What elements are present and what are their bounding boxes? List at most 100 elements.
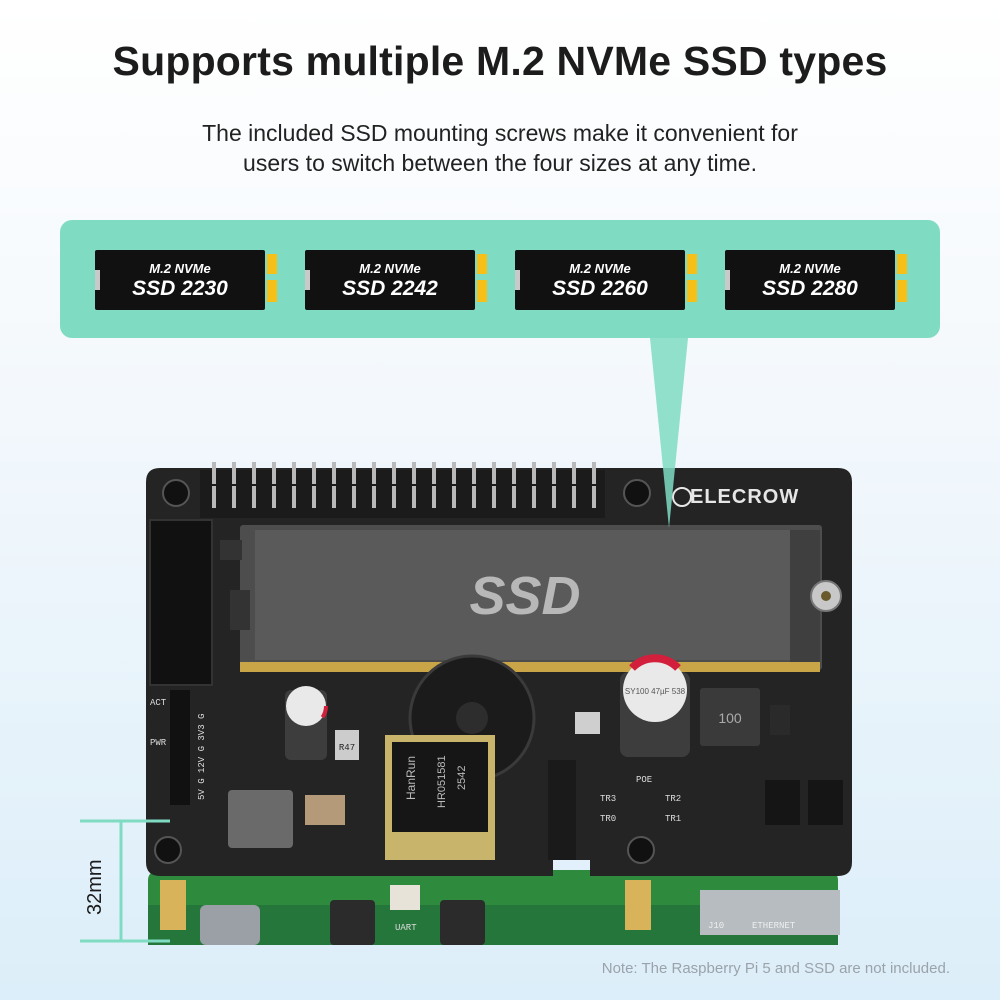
tr1-label: TR1 [665, 814, 681, 824]
banner-pointer [650, 338, 688, 528]
page-title: Supports multiple M.2 NVMe SSD types [112, 38, 888, 84]
gpio-pin [392, 486, 396, 508]
gpio-pin [252, 486, 256, 508]
gpio-pin [592, 462, 596, 484]
usb-c-port [200, 905, 260, 945]
gpio-pin [512, 486, 516, 508]
gpio-pin [272, 462, 276, 484]
inductor-label: 100 [718, 710, 742, 726]
resistor-label: R47 [339, 743, 355, 753]
ssd-type-2280: M.2 NVMe SSD 2280 [725, 250, 907, 310]
gpio-header [200, 470, 605, 518]
ssd-type-interface: M.2 NVMe [359, 261, 421, 276]
gpio-pin [352, 462, 356, 484]
tr3-label: TR3 [600, 794, 616, 804]
gpio-pin [412, 486, 416, 508]
gpio-pin [452, 486, 456, 508]
ssd-type-size: SSD 2230 [132, 277, 228, 300]
gpio-pin [432, 486, 436, 508]
micro-hdmi-port-2 [440, 900, 485, 945]
gpio-pin [212, 486, 216, 508]
gpio-pin [232, 486, 236, 508]
gpio-pin [292, 486, 296, 508]
gpio-pin [252, 462, 256, 484]
ssd-type-size: SSD 2242 [342, 277, 438, 300]
gpio-pin [332, 462, 336, 484]
height-dimension-label: 32mm [84, 859, 106, 915]
gpio-pin [552, 486, 556, 508]
gpio-pin [232, 462, 236, 484]
tr2-label: TR2 [665, 794, 681, 804]
ssd-type-2260: M.2 NVMe SSD 2260 [515, 250, 697, 310]
gpio-pin [592, 486, 596, 508]
gpio-pin [412, 462, 416, 484]
ssd-type-size: SSD 2280 [762, 277, 858, 300]
gpio-pin [572, 486, 576, 508]
power-header [170, 690, 190, 805]
ssd-label: SSD [469, 566, 580, 626]
subtitle-line-1: The included SSD mounting screws make it… [202, 120, 798, 146]
ssd-chip-body [725, 250, 895, 310]
gold-contact [897, 280, 907, 302]
ssd-chip-body [515, 250, 685, 310]
gpio-pin [492, 462, 496, 484]
subtitle-line-2: users to switch between the four sizes a… [243, 150, 757, 176]
tr0-label: TR0 [600, 814, 616, 824]
ssd-chip-body [305, 250, 475, 310]
m2-slot [149, 519, 213, 686]
ssd-type-2230: M.2 NVMe SSD 2230 [95, 250, 277, 310]
ssd-type-size: SSD 2260 [552, 277, 648, 300]
gpio-pin [532, 462, 536, 484]
inductor-2 [228, 790, 293, 848]
pin-labels: 5V G 12V G 3V3 G [197, 714, 207, 800]
chip-text: HanRun [404, 756, 418, 800]
ssd-type-2242: M.2 NVMe SSD 2242 [305, 250, 487, 310]
gpio-pin [292, 462, 296, 484]
ethernet-label: ETHERNET [752, 921, 796, 931]
poe-label: POE [636, 775, 652, 785]
ssd-type-interface: M.2 NVMe [779, 261, 841, 276]
gpio-pin [492, 486, 496, 508]
gold-contact [897, 254, 907, 274]
uart-label: UART [395, 923, 417, 933]
gpio-pin [532, 486, 536, 508]
capacitor-text: SY100 47µF 538 [625, 687, 686, 696]
resistor [335, 730, 359, 760]
gpio-pin [212, 462, 216, 484]
gpio-pin [312, 486, 316, 508]
footer-note: Note: The Raspberry Pi 5 and SSD are not… [601, 960, 950, 977]
standoff-left [160, 880, 186, 930]
gpio-pin [452, 462, 456, 484]
inductor [700, 688, 760, 746]
gold-contact [687, 254, 697, 274]
ssd-chip-body [95, 250, 265, 310]
gpio-pin [572, 462, 576, 484]
gold-contact [267, 280, 277, 302]
micro-hdmi-port-1 [330, 900, 375, 945]
gpio-pin [472, 462, 476, 484]
gpio-pin [432, 462, 436, 484]
gpio-pin [512, 462, 516, 484]
act-label: ACT [150, 698, 167, 708]
gpio-pin [372, 462, 376, 484]
page-subtitle: The included SSD mounting screws make it… [0, 118, 1000, 178]
chip-code: 2542 [456, 766, 468, 790]
brand-logo: ELECROW [690, 486, 799, 508]
ssd-type-interface: M.2 NVMe [149, 261, 211, 276]
mount-hole-br [627, 836, 655, 864]
gold-contact [267, 254, 277, 274]
gpio-pin [332, 486, 336, 508]
ethernet-port [700, 890, 840, 935]
gold-contact [477, 254, 487, 274]
uart-connector [390, 885, 420, 910]
gpio-pin [372, 486, 376, 508]
gpio-pin [312, 462, 316, 484]
ssd-type-interface: M.2 NVMe [569, 261, 631, 276]
gpio-pin [552, 462, 556, 484]
mount-hole-tr [623, 479, 651, 507]
mount-hole-bl [154, 836, 182, 864]
mount-hole-tl [162, 479, 190, 507]
gold-contact [687, 280, 697, 302]
gpio-pin [392, 462, 396, 484]
